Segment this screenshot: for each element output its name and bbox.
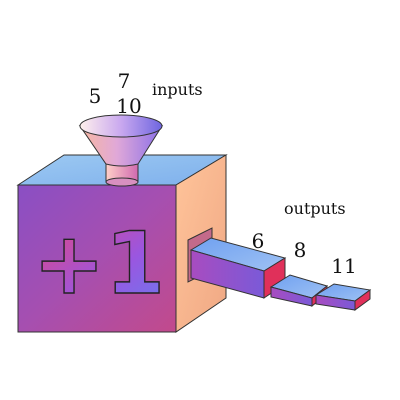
input-value: 10 xyxy=(116,94,141,118)
operation-label: +1 xyxy=(33,214,165,314)
output-value: 6 xyxy=(252,229,265,253)
block-3-end xyxy=(354,289,371,311)
funnel-stem-base xyxy=(105,177,139,187)
output-block-3 xyxy=(314,283,372,311)
input-value: 5 xyxy=(89,84,102,108)
output-value: 11 xyxy=(331,254,356,278)
outputs-label: outputs xyxy=(284,199,346,218)
inputs-label: inputs xyxy=(152,80,203,99)
output-value: 8 xyxy=(294,238,307,262)
input-value: 7 xyxy=(118,69,131,93)
funnel-rim xyxy=(79,114,163,138)
output-chute xyxy=(189,237,287,299)
input-funnel xyxy=(78,114,164,187)
machine-box xyxy=(16,154,228,333)
